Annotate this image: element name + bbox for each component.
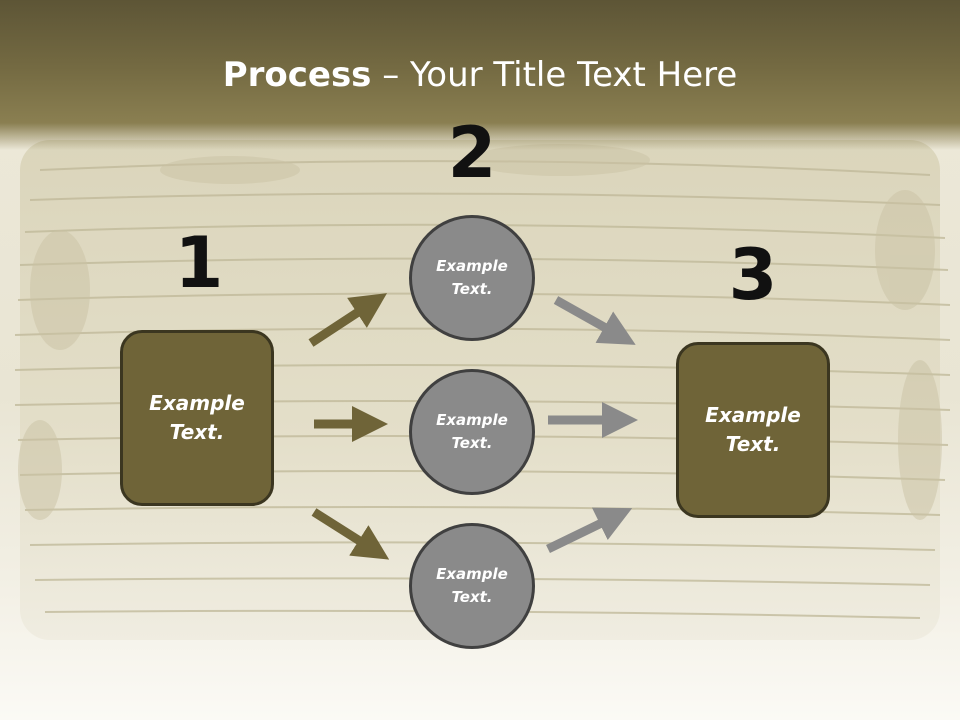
left-box: Example Text. xyxy=(120,330,274,506)
arrow-from-circle-3 xyxy=(546,507,633,554)
title-bold: Process xyxy=(222,55,372,95)
circle-3: Example Text. xyxy=(409,523,535,649)
circle-1: Example Text. xyxy=(409,215,535,341)
arrow-to-circle-3 xyxy=(311,508,390,560)
arrow-to-circle-1 xyxy=(308,293,388,347)
slide-title: Process – Your Title Text Here xyxy=(0,54,960,96)
arrow-from-circle-1 xyxy=(553,296,636,345)
circle-2: Example Text. xyxy=(409,369,535,495)
right-box: Example Text. xyxy=(676,342,830,518)
step-number-2: 2 xyxy=(447,112,497,194)
step-number-3: 3 xyxy=(728,234,778,316)
title-band xyxy=(0,0,960,150)
step-number-1: 1 xyxy=(174,222,224,304)
title-rest: – Your Title Text Here xyxy=(371,55,738,95)
